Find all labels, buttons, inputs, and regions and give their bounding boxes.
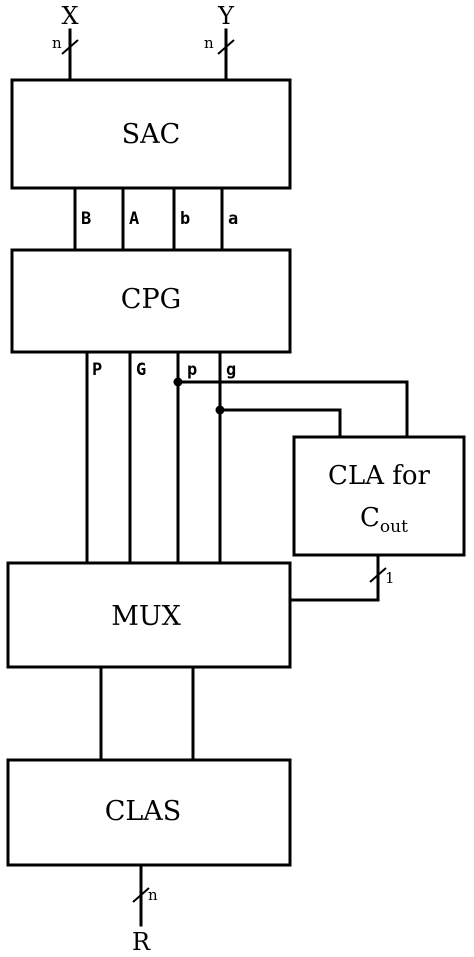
- sac-output-b: b: [180, 209, 190, 229]
- cla-label-line2: Cout: [360, 503, 408, 537]
- input-x-width: n: [52, 34, 62, 52]
- input-y-bus-slash: [217, 39, 235, 55]
- cout-wire: [288, 553, 380, 602]
- cpg-block: [10, 248, 292, 354]
- junction-p: [173, 377, 183, 387]
- sac-label: SAC: [122, 119, 181, 150]
- input-y-label: Y: [217, 2, 235, 30]
- cla-label-sub: out: [380, 517, 408, 537]
- output-r-bus-slash: [132, 887, 150, 903]
- clas-block: [6, 758, 292, 867]
- cla-label-c: C: [360, 503, 380, 533]
- input-y-width: n: [204, 34, 214, 52]
- cpg-output-G: G: [136, 360, 146, 380]
- tap-g-to-cla: [218, 408, 342, 439]
- cpg-output-P: P: [92, 360, 102, 380]
- tap-p-to-cla: [176, 380, 409, 439]
- output-r-width: n: [148, 886, 158, 904]
- cout-width: 1: [385, 569, 395, 587]
- cpg-output-p: p: [187, 360, 197, 380]
- cout-bus-slash: [369, 567, 387, 583]
- sac-output-a: a: [228, 209, 238, 229]
- cpg-output-g: g: [226, 360, 236, 380]
- junction-g: [215, 405, 225, 415]
- mux-block: [6, 561, 292, 669]
- sac-output-A: A: [129, 209, 139, 229]
- output-r-label: R: [132, 928, 151, 956]
- cla-label-line1: CLA for: [328, 461, 430, 491]
- cla-cout-block: [292, 435, 466, 557]
- sac-block: [10, 78, 292, 190]
- cpg-label: CPG: [121, 284, 181, 315]
- sac-output-B: B: [81, 209, 91, 229]
- input-x-label: X: [61, 2, 78, 30]
- input-x-bus-slash: [61, 39, 79, 55]
- clas-label: CLAS: [105, 796, 182, 827]
- mux-label: MUX: [111, 601, 181, 632]
